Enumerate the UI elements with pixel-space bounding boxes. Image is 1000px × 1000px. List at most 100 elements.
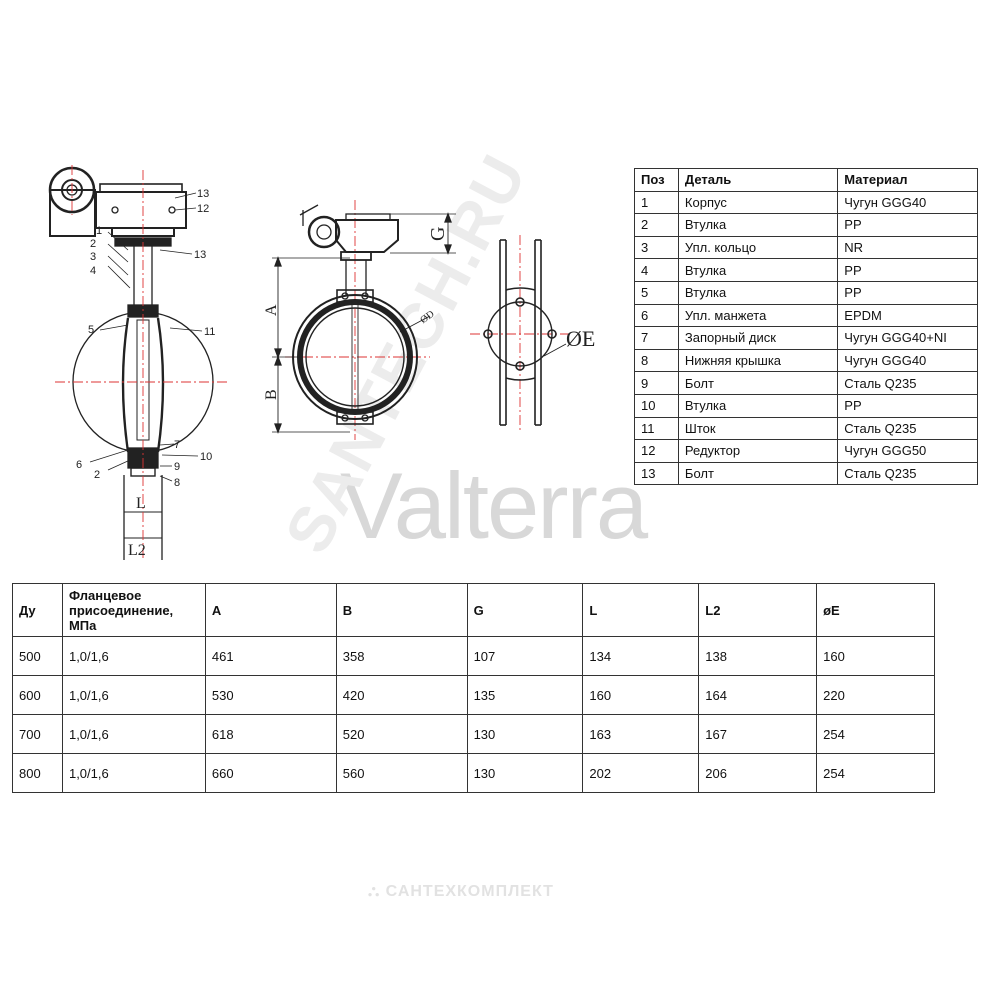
cell: Сталь Q235 [837,461,978,486]
cell: 10 [634,393,679,418]
cell: EPDM [837,303,978,328]
cell: 134 [582,636,700,676]
cell: 700 [12,714,63,754]
cell: 254 [816,753,935,793]
cell: 254 [816,714,935,754]
cell: 520 [335,714,468,754]
cell: 618 [204,714,337,754]
cell: 4 [634,258,679,282]
cell: 600 [12,675,63,715]
cell: 138 [698,636,818,676]
cell: 461 [204,636,337,676]
cell: 12 [634,439,679,463]
callout-12: 12 [197,203,209,215]
dim-label-e: ØE [566,326,595,351]
cell: 8 [634,348,679,373]
footer-watermark: ⛬ САНТЕХКОМПЛЕКТ [368,883,554,901]
front-view [272,204,456,434]
cell: Шток [677,416,839,441]
cell: PP [837,393,978,418]
parts-header-material: Материал [837,168,978,192]
cell: Упл. манжета [677,303,839,328]
cell: 163 [582,714,700,754]
cell: 358 [335,636,468,676]
cell: PP [837,258,978,282]
cell: Чугун GGG50 [837,439,978,463]
dims-header-b: B [335,583,468,637]
cell: Втулка [677,213,839,237]
cell: 13 [634,461,679,486]
cell: 135 [466,675,584,715]
cell: 420 [335,675,468,715]
dim-label-l: L [136,495,146,512]
cell: 9 [634,371,679,395]
cell: 202 [582,753,700,793]
cell: Втулка [677,280,839,305]
dims-header-l: L [582,583,700,637]
end-view [483,239,567,426]
callout-13: 13 [197,188,209,200]
cell: 160 [816,636,935,676]
dims-header-e: øE [816,583,935,637]
callout-8: 8 [174,477,180,489]
callout-3: 3 [90,251,96,263]
cell: Сталь Q235 [837,371,978,395]
callout-6: 6 [76,459,82,471]
dimensions-table: Ду Фланцевое присоединение, МПа A B G L … [12,583,935,793]
dim-label-b: B [263,389,280,400]
valve-drawing: 1 2 3 4 5 6 2 13 12 13 11 7 10 9 8 L L2 [48,165,595,560]
callout-1: 1 [96,225,102,237]
cell: 1,0/1,6 [61,714,206,754]
cell: NR [837,235,978,260]
dims-header-flange: Фланцевое присоединение, МПа [61,583,206,637]
cell: 660 [204,753,337,793]
dims-header-g: G [466,583,584,637]
cell: Запорный диск [677,326,839,350]
cell: 167 [698,714,818,754]
brand-watermark: Valterra [340,453,648,558]
cell: Сталь Q235 [837,416,978,441]
callout-13b: 13 [194,249,206,261]
dim-label-d: ØD [418,309,436,326]
cell: 11 [634,416,679,441]
cell: Упл. кольцо [677,235,839,260]
cell: 1 [634,190,679,215]
cell: 220 [816,675,935,715]
cell: PP [837,280,978,305]
cell: 130 [466,714,584,754]
callout-11: 11 [204,326,215,338]
parts-header-row: Поз Деталь Материал [634,168,978,192]
dims-header-a: A [204,583,337,637]
parts-header-pos: Поз [634,168,679,192]
cell: 130 [466,753,584,793]
cell: 1,0/1,6 [61,675,206,715]
callout-2b: 2 [94,469,100,481]
cell: Втулка [677,393,839,418]
callout-10: 10 [200,451,212,463]
cell: Болт [677,371,839,395]
callout-4: 4 [90,265,96,277]
dims-header-dn: Ду [12,583,63,637]
cell: 1,0/1,6 [61,753,206,793]
dim-label-g: G [427,227,449,241]
cell: Чугун GGG40 [837,348,978,373]
side-section-view [48,166,214,560]
cell: 6 [634,303,679,328]
cell: Редуктор [677,439,839,463]
cell: Чугун GGG40 [837,190,978,215]
dims-header-l2: L2 [698,583,818,637]
cell: 5 [634,280,679,305]
